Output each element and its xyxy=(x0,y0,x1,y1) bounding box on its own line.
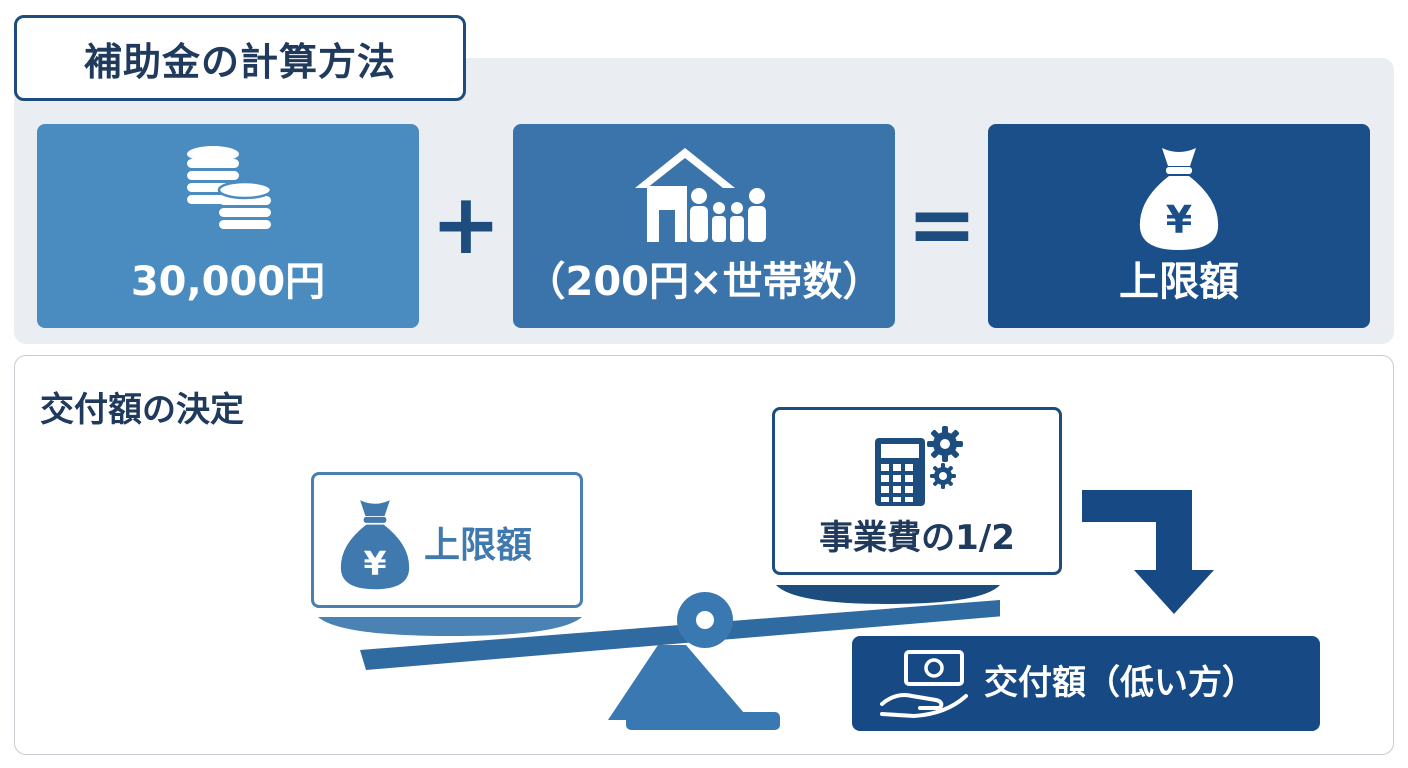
yen-money-bag-icon: ¥ xyxy=(1139,148,1219,250)
right-pan-box: 事業費の1/2 xyxy=(772,407,1062,575)
balance-scale xyxy=(318,585,1000,730)
base-amount-label: 30,000円 xyxy=(130,259,326,305)
grant-amount-label: 交付額（低い方） xyxy=(984,663,1256,703)
per-household-label: （200円×世帯数） xyxy=(525,259,883,305)
base-amount-card: 30,000円 xyxy=(37,124,419,328)
yen-money-bag-icon: ¥ xyxy=(340,500,410,590)
left-pan-box: ¥ 上限額 xyxy=(311,472,583,608)
grant-amount-result: 交付額（低い方） xyxy=(852,636,1320,731)
calculator-gears-icon xyxy=(875,426,963,506)
hand-money-icon xyxy=(880,650,968,719)
svg-text:¥: ¥ xyxy=(1166,198,1192,242)
left-pan-label: 上限額 xyxy=(424,525,533,566)
right-pan-label: 事業費の1/2 xyxy=(819,518,1015,558)
arrow-down-icon xyxy=(1082,490,1214,614)
equals-operator: = xyxy=(906,175,978,273)
house-family-icon xyxy=(635,148,766,242)
svg-text:¥: ¥ xyxy=(363,543,386,582)
decision-title: 交付額の決定 xyxy=(40,390,244,430)
coins-icon xyxy=(187,146,273,229)
per-household-card: （200円×世帯数） xyxy=(513,124,895,328)
upper-limit-card: ¥ 上限額 xyxy=(988,124,1370,328)
page-title: 補助金の計算方法 xyxy=(14,15,466,101)
upper-limit-label: 上限額 xyxy=(1119,259,1239,305)
plus-operator: + xyxy=(430,175,502,273)
